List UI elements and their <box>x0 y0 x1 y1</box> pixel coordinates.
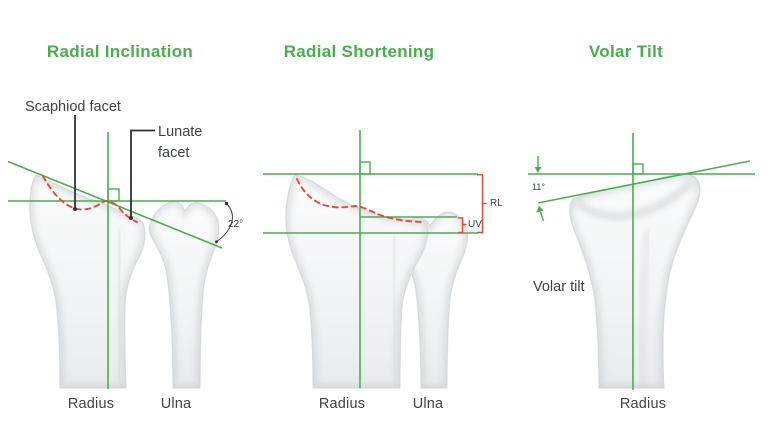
p2-radius-bone <box>285 174 429 389</box>
panel-title-radial-shortening: Radial Shortening <box>283 42 435 61</box>
p3-up-arrow <box>536 205 545 222</box>
p2-right-angle-marker <box>359 161 371 175</box>
lunate-facet-label: Lunate facet <box>158 124 203 162</box>
p1-radius-label: Radius <box>67 396 115 412</box>
p1-radius-bone <box>29 174 146 389</box>
volar-tilt-angle-value: 11° <box>532 182 545 192</box>
p3-right-angle-marker <box>632 163 644 175</box>
radial-length-label: RL <box>490 198 503 209</box>
p3-radius-label: Radius <box>619 396 667 412</box>
p1-ulna-label: Ulna <box>160 396 192 412</box>
panel-title-radial-inclination: Radial Inclination <box>46 42 194 61</box>
p3-radius-bone-lateral <box>569 174 701 389</box>
p1-angle-arc <box>216 203 233 242</box>
p1-scaphoid-pointer-dot <box>73 207 77 211</box>
p1-articular-surface-dashed-curve <box>42 175 138 223</box>
p2-ulna-label: Ulna <box>412 396 444 412</box>
inclination-angle-value: 22° <box>228 219 244 230</box>
p1-ulna-bone <box>148 200 220 389</box>
p1-arc-end-dot-top <box>224 201 229 206</box>
scaphoid-facet-label: Scaphiod facet <box>25 99 121 115</box>
p1-lunate-pointer-dot <box>129 216 133 220</box>
p2-radius-label: Radius <box>318 396 366 412</box>
p3-down-arrow <box>534 156 542 173</box>
p1-right-angle-marker <box>107 188 120 202</box>
ulnar-variance-label: UV <box>468 219 482 230</box>
p1-lunate-pointer-line <box>130 129 155 217</box>
p2-articular-surface-dashed-curve <box>296 178 426 223</box>
p3-volar-tilt-line <box>537 160 751 204</box>
volar-tilt-annotation: Volar tilt <box>533 279 585 295</box>
panel-title-volar-tilt: Volar Tilt <box>588 42 664 61</box>
p1-arc-end-dot-bottom <box>215 240 218 244</box>
